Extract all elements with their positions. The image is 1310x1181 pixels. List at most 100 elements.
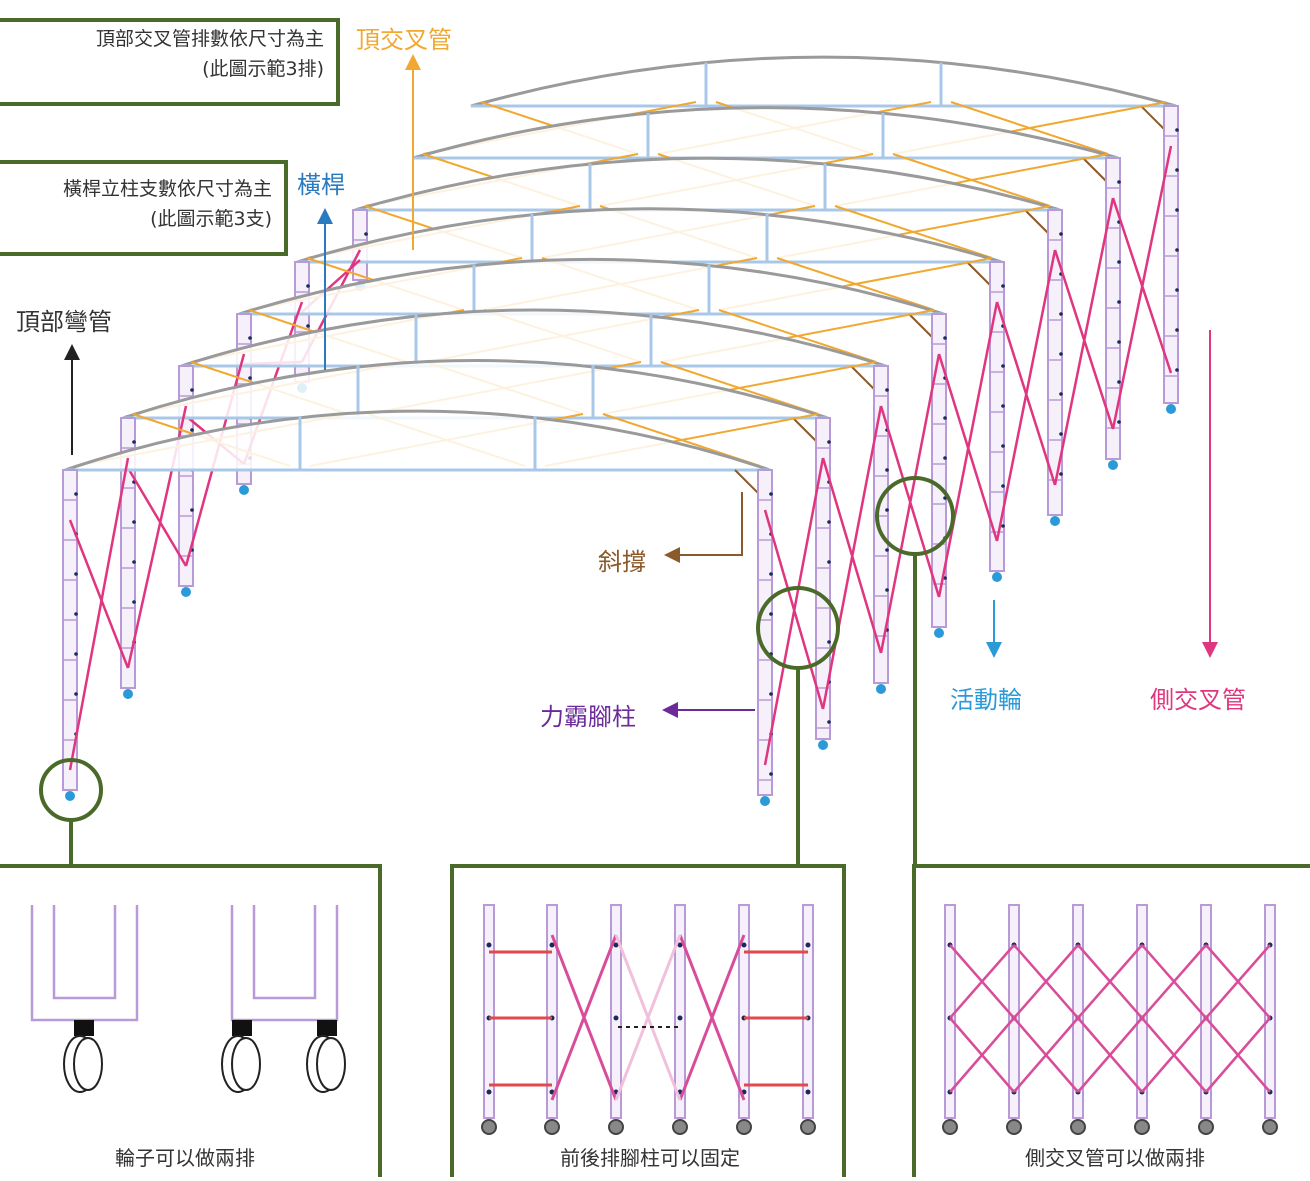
side-cross-pipe xyxy=(763,457,825,766)
caster-wheel xyxy=(672,1119,688,1135)
label-top-cross-pipe: 頂交叉管 xyxy=(356,26,452,54)
side-cross-pipe xyxy=(550,934,618,1101)
caster-wheel xyxy=(181,587,191,597)
label-brace: 斜撐 xyxy=(598,548,646,576)
side-cross-pipe xyxy=(1205,944,1271,1019)
side-cross-pipe xyxy=(126,467,188,567)
caster-wheel-inner xyxy=(231,1037,261,1091)
pillar-pin xyxy=(1175,168,1179,172)
pillar-pin xyxy=(613,942,619,948)
caster-wheel xyxy=(934,628,944,638)
side-cross-pipe xyxy=(1205,1017,1271,1093)
detail-panels xyxy=(0,864,1310,1181)
top-cross-pipe xyxy=(950,101,1109,155)
pillar-pin xyxy=(74,492,78,496)
pillar-pin xyxy=(885,388,889,392)
pillar-pin xyxy=(827,520,831,524)
pillar-pin xyxy=(827,640,831,644)
caster-wheel xyxy=(876,684,886,694)
pillar-pin xyxy=(1175,328,1179,332)
label-pillar: 力霸腳柱 xyxy=(540,703,636,731)
top-bend-pipe xyxy=(122,359,829,420)
pillar-pin xyxy=(1059,392,1063,396)
label-arrows xyxy=(64,54,1218,718)
crossbar-note-line1: 橫桿立柱支數依尺寸為主 xyxy=(62,178,272,200)
caster-wheel xyxy=(942,1119,958,1135)
frame-6 xyxy=(412,101,1173,470)
top-cross-pipe xyxy=(718,309,877,363)
wheel-unit xyxy=(30,905,139,1093)
pillar-pin xyxy=(1175,128,1179,132)
pillar-pin xyxy=(1001,404,1005,408)
pillar-pin xyxy=(364,232,368,236)
pillar-pin xyxy=(132,440,136,444)
pillar xyxy=(546,904,558,1119)
pillar-pin xyxy=(1117,180,1121,184)
side-cross-pipe-faded xyxy=(614,934,682,1101)
caster-wheel-inner xyxy=(316,1037,346,1091)
pillar-pin xyxy=(1117,380,1121,384)
top-cross-pipe xyxy=(834,205,993,259)
side-cross-pipe xyxy=(949,1017,1015,1093)
side-cross-pipe xyxy=(678,934,746,1101)
pillar xyxy=(989,261,1005,572)
pillar xyxy=(1163,105,1179,404)
caster-wheel xyxy=(544,1119,560,1135)
frame-5 xyxy=(352,153,1115,526)
pillar-pin xyxy=(1175,368,1179,372)
pillar-pin xyxy=(1117,420,1121,424)
wheel-unit xyxy=(221,905,346,1093)
pillar-pin xyxy=(486,942,492,948)
side-cross-pipe xyxy=(1141,944,1207,1019)
top-bend-pipe xyxy=(180,308,887,368)
pillar-pin xyxy=(190,428,194,432)
pillar-pin xyxy=(1059,232,1063,236)
pillar-pin xyxy=(1001,484,1005,488)
pillar-pin xyxy=(677,942,683,948)
pillar xyxy=(62,469,78,791)
label-crossbar: 橫桿 xyxy=(297,171,345,199)
caster-wheel xyxy=(239,485,249,495)
side-cross-pipe xyxy=(949,944,1015,1019)
pillar-pin xyxy=(943,456,947,460)
pillar-pin xyxy=(1001,364,1005,368)
side-cross-pipe xyxy=(1013,944,1079,1019)
panel-caption-fixed-pillars: 前後排腳柱可以固定 xyxy=(560,1146,740,1170)
caster-wheel xyxy=(481,1119,497,1135)
pillar-pin xyxy=(885,468,889,472)
pillar xyxy=(738,904,750,1119)
caster-wheel xyxy=(818,740,828,750)
side-cross-pipe xyxy=(68,519,130,669)
pillar-pin xyxy=(190,508,194,512)
pillar-pin xyxy=(827,440,831,444)
top-bend-pipe xyxy=(296,207,1003,264)
pillar-pin xyxy=(74,692,78,696)
pillar-pin xyxy=(248,376,252,380)
side-cross-pipe xyxy=(821,405,883,710)
pillar-pin xyxy=(741,942,747,948)
pillar-pin xyxy=(769,492,773,496)
side-cross-pipe xyxy=(995,249,1057,542)
panel-caption-wheels: 輪子可以做兩排 xyxy=(115,1146,255,1170)
pillar-pin xyxy=(1175,208,1179,212)
wheel-frame-inner xyxy=(252,905,317,1000)
label-caster: 活動輪 xyxy=(950,686,1022,714)
caster-wheel xyxy=(1050,516,1060,526)
frame-0 xyxy=(62,409,825,806)
pillar xyxy=(1047,209,1063,516)
caster-wheel xyxy=(1006,1119,1022,1135)
pillar-pin xyxy=(248,336,252,340)
caster-wheel xyxy=(992,572,1002,582)
pillar-pin xyxy=(1059,472,1063,476)
top-cross-note: 頂部交叉管排數依尺寸為主 (此圖示範3排) xyxy=(0,18,340,106)
pillar-pin xyxy=(486,1089,492,1095)
pillar-pin xyxy=(943,336,947,340)
caster-wheel xyxy=(760,796,770,806)
top-bend-pipe xyxy=(412,106,1119,160)
top-bend-pipe xyxy=(64,409,771,472)
pillar-pin xyxy=(549,942,555,948)
brace-arrow xyxy=(664,492,743,563)
pillar-pin xyxy=(1117,340,1121,344)
pillar-pin xyxy=(132,560,136,564)
